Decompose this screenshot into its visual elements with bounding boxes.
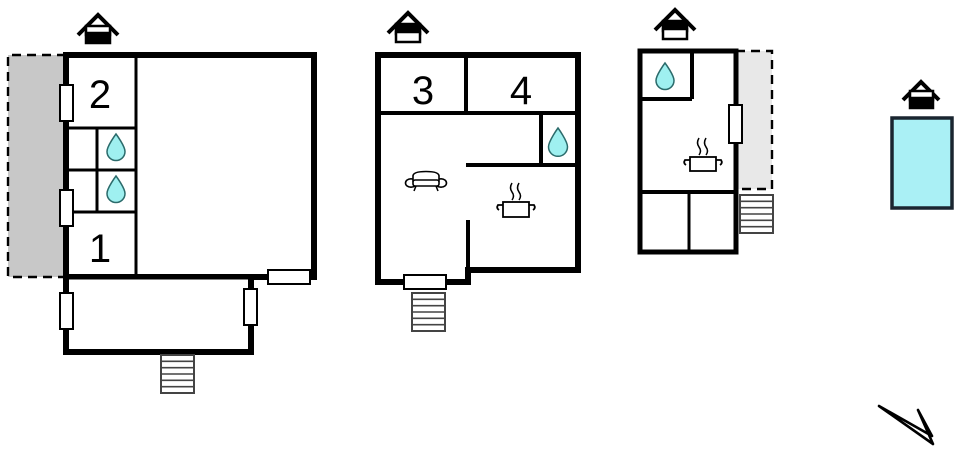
- floor-plan-4-pool: [890, 79, 954, 210]
- interior-walls-3: [642, 53, 734, 250]
- window-marker: [728, 104, 743, 144]
- window-marker: [59, 292, 74, 330]
- sofa-icon: [404, 170, 448, 192]
- floor-plan-3: [637, 7, 774, 255]
- room-label-1: 1: [89, 227, 111, 271]
- door-marker: [403, 274, 447, 290]
- floor-plan-2: 3 4: [375, 10, 581, 332]
- house-first-floor-icon: [386, 10, 430, 44]
- room-label-4: 4: [510, 69, 532, 113]
- door-marker: [267, 269, 311, 285]
- staircase-icon: [411, 292, 446, 332]
- north-arrow: [877, 404, 935, 446]
- building-outline-2: [375, 52, 581, 285]
- house-pool-level-icon: [901, 79, 941, 110]
- cooking-pot-icon: [496, 182, 536, 218]
- room-label-2: 2: [89, 73, 111, 117]
- window-marker: [59, 189, 74, 227]
- house-ground-floor-icon: [76, 12, 120, 45]
- water-drop-icon: [547, 126, 569, 158]
- house-second-floor-icon: [653, 7, 697, 41]
- room-label-3: 3: [412, 69, 434, 113]
- interior-walls-2: [381, 58, 575, 270]
- water-drop-icon: [106, 132, 126, 162]
- water-drop-icon: [106, 174, 126, 204]
- interior-walls-1: [69, 58, 138, 277]
- window-marker: [243, 288, 258, 326]
- terrace-area-1: [6, 53, 66, 279]
- staircase-icon: [739, 194, 774, 234]
- window-marker: [59, 84, 74, 122]
- swimming-pool-icon: [890, 116, 954, 210]
- staircase-icon: [160, 354, 195, 394]
- water-drop-icon: [655, 61, 675, 91]
- cooking-pot-icon: [683, 137, 723, 172]
- floor-plan-1: 2 1: [6, 12, 317, 394]
